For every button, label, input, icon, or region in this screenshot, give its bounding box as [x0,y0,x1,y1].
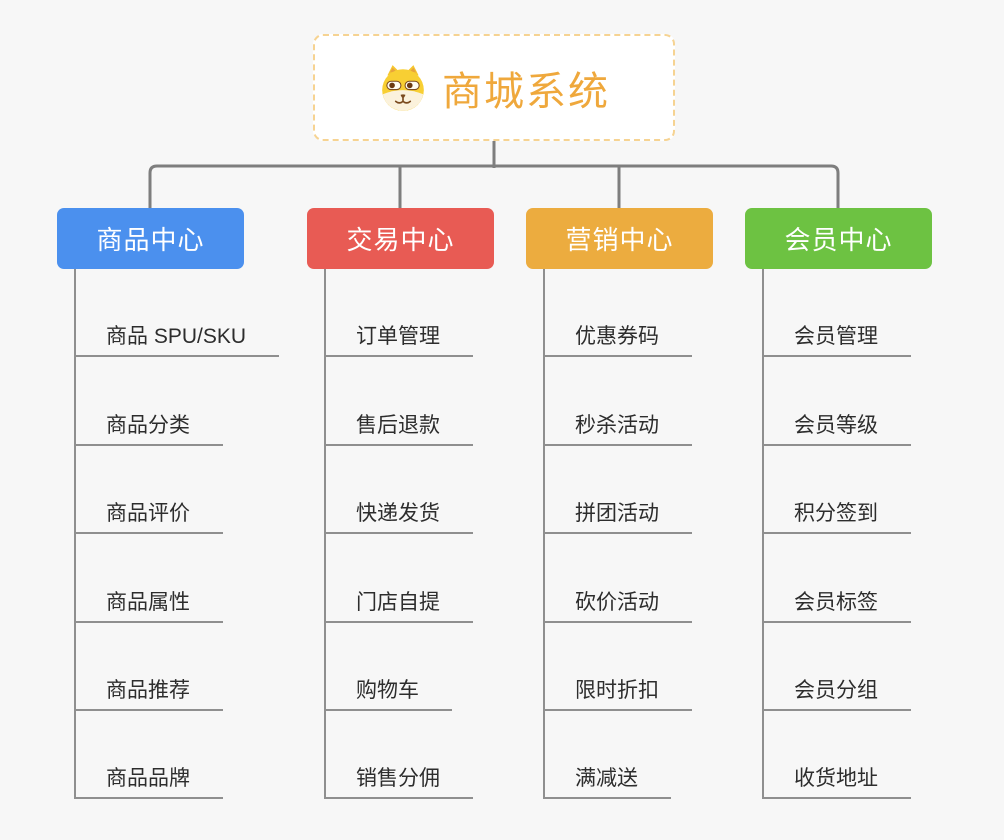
leaf-node[interactable]: 秒杀活动 [545,357,692,446]
branch-children: 会员管理 会员等级 积分签到 会员标签 会员分组 收货地址 [762,269,932,800]
branch-member-center: 会员中心 会员管理 会员等级 积分签到 会员标签 会员分组 收货地址 [745,208,932,800]
branch-marketing-center: 营销中心 优惠券码 秒杀活动 拼团活动 砍价活动 限时折扣 满减送 [526,208,713,800]
branch-node-trade-center[interactable]: 交易中心 [307,208,494,269]
branch-node-marketing-center[interactable]: 营销中心 [526,208,713,269]
leaf-node[interactable]: 商品分类 [76,357,223,446]
leaf-node[interactable]: 收货地址 [764,711,911,800]
branch-trade-center: 交易中心 订单管理 售后退款 快递发货 门店自提 购物车 销售分佣 [307,208,494,800]
shiba-dog-icon [382,64,424,111]
leaf-node[interactable]: 商品品牌 [76,711,223,800]
leaf-node[interactable]: 会员标签 [764,534,911,623]
branch-children: 商品 SPU/SKU 商品分类 商品评价 商品属性 商品推荐 商品品牌 [74,269,280,800]
branch-node-member-center[interactable]: 会员中心 [745,208,932,269]
leaf-node[interactable]: 拼团活动 [545,446,692,535]
leaf-node[interactable]: 砍价活动 [545,534,692,623]
branch-children: 优惠券码 秒杀活动 拼团活动 砍价活动 限时折扣 满减送 [543,269,713,800]
root-title: 商城系统 [442,69,610,114]
leaf-node[interactable]: 满减送 [545,711,671,800]
leaf-node[interactable]: 会员管理 [764,269,911,358]
leaf-node[interactable]: 限时折扣 [545,623,692,711]
leaf-node[interactable]: 商品属性 [76,534,223,623]
leaf-node[interactable]: 快递发货 [326,446,473,535]
branch-children: 订单管理 售后退款 快递发货 门店自提 购物车 销售分佣 [324,269,494,800]
root-node-mall-system[interactable]: 商城系统 [313,34,675,141]
leaf-node[interactable]: 会员等级 [764,357,911,446]
leaf-node[interactable]: 会员分组 [764,623,911,711]
branch-product-center: 商品中心 商品 SPU/SKU 商品分类 商品评价 商品属性 商品推荐 商品品牌 [57,208,280,800]
leaf-node[interactable]: 积分签到 [764,446,911,535]
leaf-node[interactable]: 售后退款 [326,357,473,446]
leaf-node[interactable]: 门店自提 [326,534,473,623]
leaf-node[interactable]: 商品 SPU/SKU [76,269,280,358]
leaf-node[interactable]: 商品推荐 [76,623,223,711]
leaf-node[interactable]: 优惠券码 [545,269,692,358]
leaf-node[interactable]: 销售分佣 [326,711,473,800]
leaf-node[interactable]: 商品评价 [76,446,223,535]
leaf-node[interactable]: 订单管理 [326,269,473,358]
leaf-node[interactable]: 购物车 [326,623,452,711]
branch-node-product-center[interactable]: 商品中心 [57,208,244,269]
